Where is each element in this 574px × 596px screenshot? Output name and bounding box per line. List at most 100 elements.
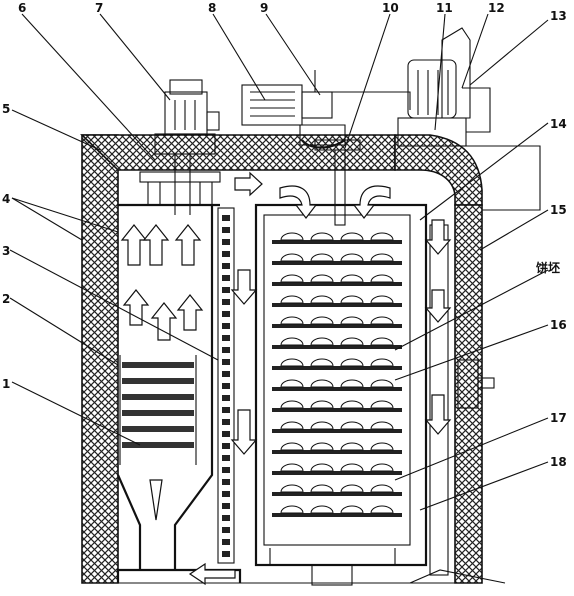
biscuit <box>370 379 394 388</box>
callout-4: 4 <box>2 192 10 206</box>
biscuit <box>340 358 364 367</box>
partition-slot <box>222 371 230 377</box>
drive-motor-center <box>241 70 411 149</box>
callout-12: 12 <box>488 1 505 15</box>
partition-slot <box>222 491 230 497</box>
callout-3: 3 <box>2 244 10 258</box>
biscuit <box>340 379 364 388</box>
callout-8: 8 <box>208 1 216 15</box>
airflow-arrows <box>120 171 452 586</box>
fan-motor-left <box>139 79 221 215</box>
biscuit <box>310 379 334 388</box>
partition-slot <box>222 467 230 473</box>
baking-tray <box>272 324 402 328</box>
biscuit <box>280 442 304 451</box>
callout-7: 7 <box>95 1 103 15</box>
heater-coils <box>119 355 197 465</box>
biscuit <box>280 337 304 346</box>
biscuit <box>370 505 394 514</box>
callout-13: 13 <box>550 9 567 23</box>
partition-slot <box>222 551 230 557</box>
biscuit <box>340 316 364 325</box>
partition-slot <box>222 335 230 341</box>
biscuit <box>340 253 364 262</box>
biscuit <box>340 442 364 451</box>
biscuit <box>310 316 334 325</box>
biscuit <box>340 505 364 514</box>
biscuit <box>280 274 304 283</box>
biscuit <box>280 253 304 262</box>
baking-tray <box>272 303 402 307</box>
biscuit <box>370 295 394 304</box>
callout-16: 16 <box>550 318 567 332</box>
biscuit <box>340 484 364 493</box>
biscuit <box>310 295 334 304</box>
biscuit <box>310 358 334 367</box>
partition-slot <box>222 407 230 413</box>
partition-slot <box>222 395 230 401</box>
partition-slot <box>222 527 230 533</box>
partition-slot <box>222 323 230 329</box>
partition-slot <box>222 239 230 245</box>
baking-chamber <box>254 203 428 586</box>
leader-lines <box>9 13 549 511</box>
callout-15: 15 <box>550 203 567 217</box>
biscuit-label: 饼坯 <box>536 260 560 275</box>
biscuit <box>310 274 334 283</box>
callout-1: 1 <box>2 377 10 391</box>
biscuit <box>310 463 334 472</box>
biscuit <box>280 505 304 514</box>
biscuit <box>340 337 364 346</box>
callout-6: 6 <box>18 1 26 15</box>
partition-slot <box>222 359 230 365</box>
biscuit <box>280 463 304 472</box>
biscuit <box>370 316 394 325</box>
perforated-partition <box>217 207 235 564</box>
baking-tray <box>272 345 402 349</box>
biscuit <box>370 484 394 493</box>
baking-tray <box>272 429 402 433</box>
biscuit <box>280 400 304 409</box>
baking-tray <box>272 513 402 517</box>
rack-hanger-shaft <box>314 139 361 226</box>
exhaust-unit-right <box>397 27 541 211</box>
partition-slot <box>222 299 230 305</box>
biscuit <box>280 232 304 241</box>
baking-tray <box>272 366 402 370</box>
baking-tray <box>272 408 402 412</box>
biscuit <box>310 232 334 241</box>
partition-slot <box>222 383 230 389</box>
baking-tray <box>272 450 402 454</box>
callout-labels: 1 2 3 4 5 6 7 8 9 10 11 12 13 14 15 饼坯 1… <box>2 1 567 469</box>
biscuit <box>370 253 394 262</box>
partition-slot <box>222 503 230 509</box>
biscuit <box>310 337 334 346</box>
biscuit <box>310 253 334 262</box>
biscuit <box>280 379 304 388</box>
biscuit <box>280 484 304 493</box>
biscuit <box>370 358 394 367</box>
biscuit <box>310 505 334 514</box>
biscuit <box>370 232 394 241</box>
biscuit <box>310 421 334 430</box>
biscuit <box>280 421 304 430</box>
callout-18: 18 <box>550 455 567 469</box>
biscuit <box>370 463 394 472</box>
biscuit <box>280 358 304 367</box>
callout-9: 9 <box>260 1 268 15</box>
partition-slot <box>222 419 230 425</box>
partition-slot <box>222 443 230 449</box>
biscuit <box>340 274 364 283</box>
baking-tray <box>272 471 402 475</box>
biscuit <box>370 442 394 451</box>
baking-tray <box>272 387 402 391</box>
biscuit <box>370 421 394 430</box>
partition-slot <box>222 515 230 521</box>
biscuit <box>340 400 364 409</box>
callout-17: 17 <box>550 411 567 425</box>
partition-slot <box>222 263 230 269</box>
base-support <box>409 569 506 584</box>
biscuit <box>310 484 334 493</box>
partition-slot <box>222 287 230 293</box>
